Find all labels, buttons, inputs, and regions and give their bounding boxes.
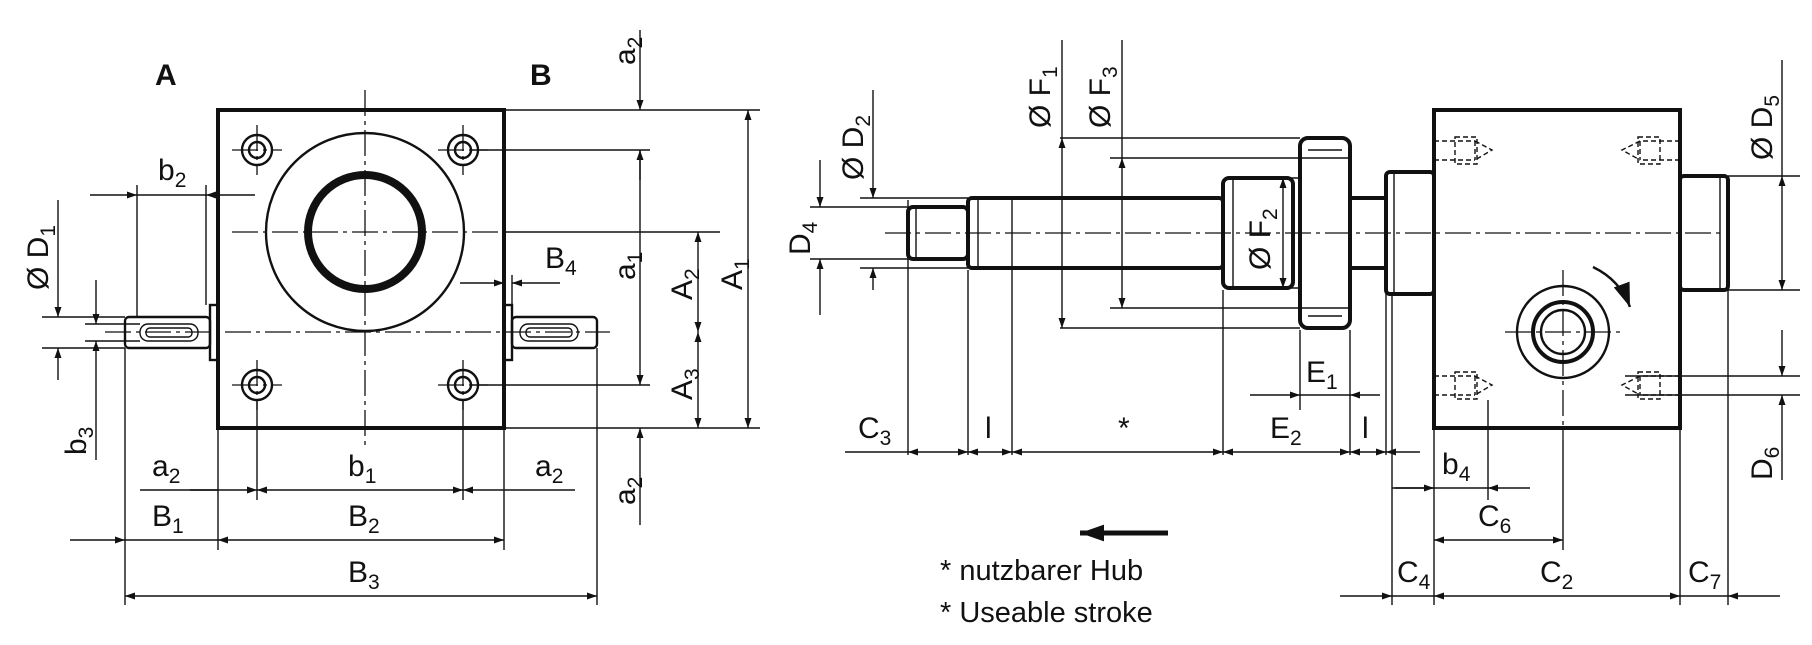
dim-D6: D6	[1746, 447, 1784, 480]
bolt-holes	[232, 125, 488, 410]
dim-B4: B4	[545, 242, 577, 280]
dim-D4: D4	[784, 221, 822, 255]
view-label-b: B	[530, 59, 552, 92]
dim-C6: C6	[1478, 500, 1511, 538]
dim-b2: b2	[158, 154, 186, 192]
dim-l-right: l	[1362, 412, 1369, 445]
right-shaft	[502, 303, 599, 362]
dim-a2-top: a2	[609, 37, 647, 65]
side-view: D4 Ø D2 Ø F1 Ø F3 Ø F2 Ø D5 D6 E1	[784, 40, 1800, 629]
dim-a2-left: a2	[152, 450, 180, 488]
dim-A2: A2	[666, 268, 704, 300]
dim-l-left: l	[985, 412, 992, 445]
dim-E1: E1	[1306, 356, 1338, 394]
front-view: A B	[22, 30, 760, 605]
housing-shaft	[1678, 174, 1730, 292]
dim-D1: Ø D1	[22, 225, 60, 290]
dim-C2: C2	[1540, 556, 1573, 594]
threaded-holes	[1434, 136, 1680, 400]
rotation-arrow-icon	[1592, 265, 1632, 308]
note-english: * Useable stroke	[940, 597, 1153, 629]
dim-F1: Ø F1	[1024, 66, 1062, 128]
nut-hub	[1221, 176, 1295, 290]
dim-A1: A1	[716, 258, 754, 290]
dim-stroke-star: *	[1118, 412, 1130, 445]
dim-F3: Ø F3	[1084, 66, 1122, 128]
dim-b1: b1	[348, 450, 376, 488]
housing-outline	[216, 108, 506, 430]
dim-b4: b4	[1442, 448, 1471, 486]
left-shaft	[123, 303, 220, 362]
note-german: * nutzbarer Hub	[940, 555, 1143, 587]
dim-A3: A3	[666, 368, 704, 400]
dim-D5: Ø D5	[1746, 95, 1784, 160]
bore-circle	[304, 171, 426, 293]
dim-B1: B1	[152, 500, 184, 538]
dim-C4: C4	[1397, 556, 1431, 594]
dim-a2-right: a2	[535, 450, 563, 488]
dim-E2: E2	[1270, 412, 1302, 450]
dim-b3: b3	[60, 427, 98, 455]
dim-C7: C7	[1688, 556, 1721, 594]
dim-F2: Ø F2	[1244, 208, 1282, 270]
flange-circle	[264, 131, 466, 333]
gear-housing	[1432, 108, 1682, 430]
dim-B3: B3	[348, 556, 380, 594]
dim-a1: a1	[609, 252, 647, 280]
vertical-dimensions	[470, 30, 760, 525]
dim-a2-bottom: a2	[609, 477, 647, 505]
dim-D2: Ø D2	[837, 115, 875, 180]
dim-B2: B2	[348, 500, 380, 538]
view-label-a: A	[155, 59, 177, 92]
dim-C3: C3	[858, 412, 891, 450]
